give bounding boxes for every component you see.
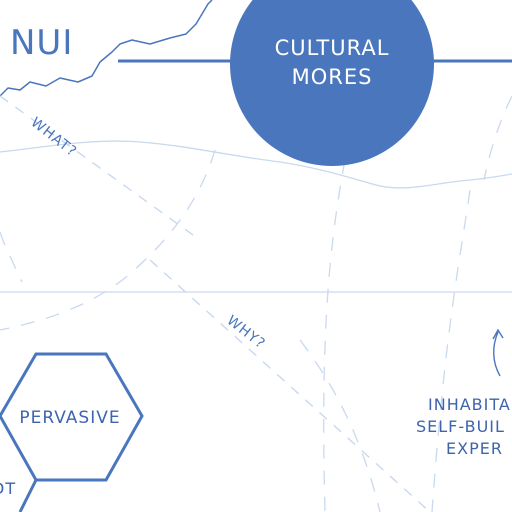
what-axis-label: WHAT? [28, 115, 80, 161]
hexagon-tail [18, 479, 38, 512]
side-note-line1: INHABITA [428, 395, 511, 414]
dashed-guide-left [0, 149, 216, 331]
dashed-guide-right-top [483, 95, 512, 181]
why-axis-label: WHY? [224, 313, 269, 353]
circle-label-line1: CULTURAL [275, 36, 390, 60]
background-guides [0, 95, 512, 512]
region-label: NUI [10, 23, 73, 63]
hexagon-label: PERVASIVE [19, 408, 120, 428]
side-note-arrow [492, 328, 504, 377]
dashed-guide-lower [299, 339, 381, 512]
side-note-line3: EXPER [446, 439, 503, 458]
what-axis-line [0, 95, 201, 241]
side-note-line2: SELF-BUIL [416, 417, 505, 436]
dashed-guide-right [431, 189, 471, 512]
cultural-mores-node [230, 0, 434, 166]
dashed-guide-far-left [0, 231, 23, 283]
why-axis-line [149, 259, 431, 512]
dashed-guide-center [323, 159, 346, 512]
pervasive-hexagon [0, 352, 144, 482]
wavy-contour-line [0, 140, 512, 189]
map-region-outline [0, 0, 213, 97]
partial-left-label: DT [0, 479, 16, 498]
circle-label-line2: MORES [292, 65, 373, 89]
